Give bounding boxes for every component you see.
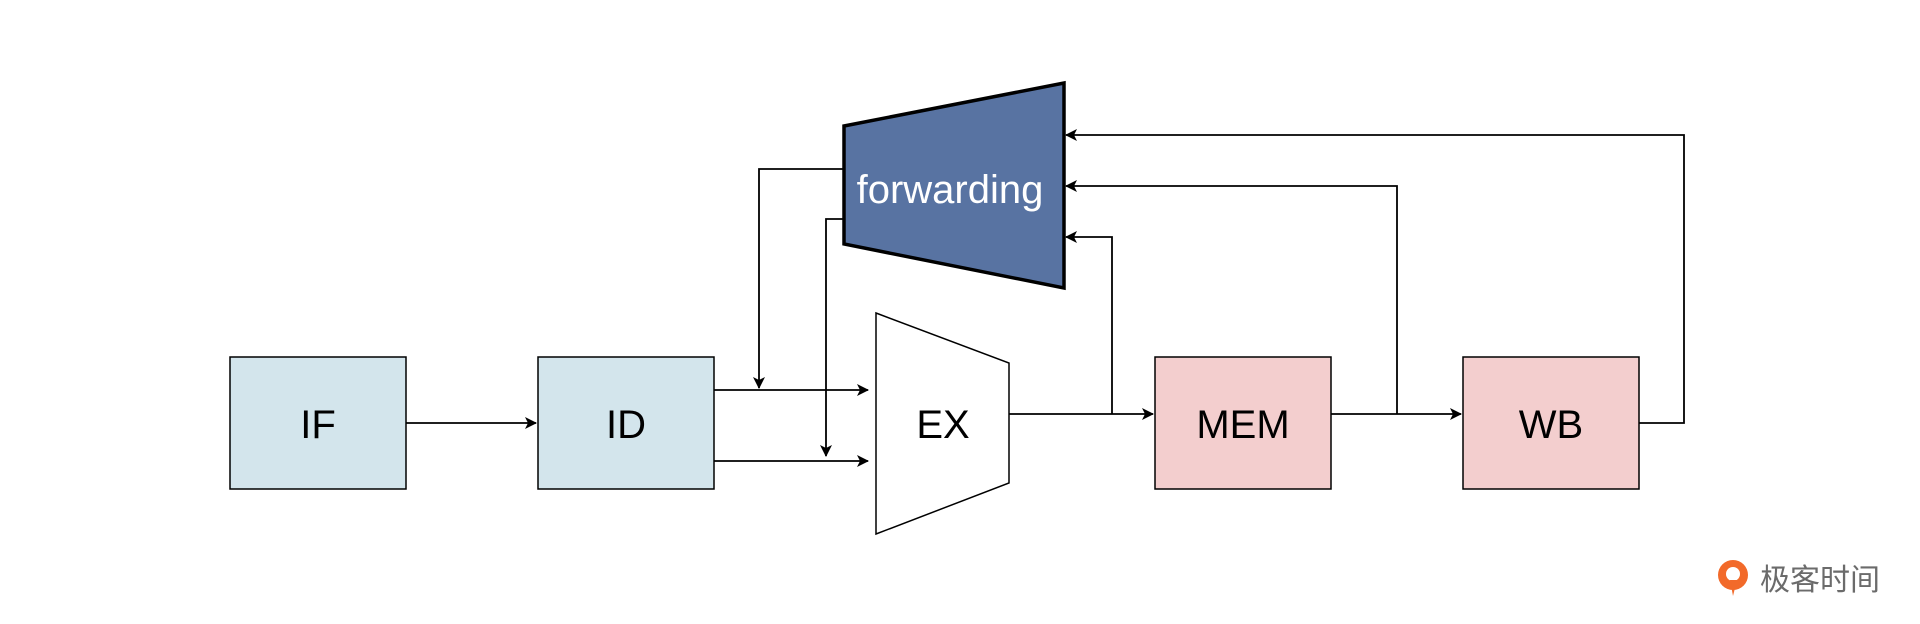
stage-id-box [537,356,715,490]
arrow-wb-feedback-to-forwarding [1065,129,1685,424]
arrow-forwarding-to-ex-lower [820,218,844,457]
stage-if-label: IF [300,403,336,447]
forwarding-unit: forwarding [842,80,1066,291]
stage-wb: WB [1462,356,1640,490]
arrow-forwarding-to-ex-upper [753,168,844,389]
stage-mem-box [1154,356,1332,490]
stage-id-label: ID [606,403,646,447]
brand-watermark: 极客时间 [1718,560,1880,598]
stage-wb-box [1462,356,1640,490]
stage-mem-label: MEM [1196,403,1289,447]
forwarding-shape [842,80,1066,291]
stage-wb-label: WB [1519,403,1583,447]
stage-ex: EX [875,311,1010,536]
arrow-mem-feedback-to-forwarding [1065,180,1398,414]
forwarding-label: forwarding [857,168,1044,212]
stage-if-box [229,356,407,490]
arrow-ex-feedback-to-forwarding [1065,231,1113,414]
stage-ex-label: EX [916,403,969,447]
brand-name: 极客时间 [1760,563,1880,598]
stage-mem: MEM [1154,356,1332,490]
stage-id: ID [537,356,715,490]
brand-logo-icon [1718,560,1748,596]
stage-if: IF [229,356,407,490]
stage-ex-shape [875,311,1010,536]
